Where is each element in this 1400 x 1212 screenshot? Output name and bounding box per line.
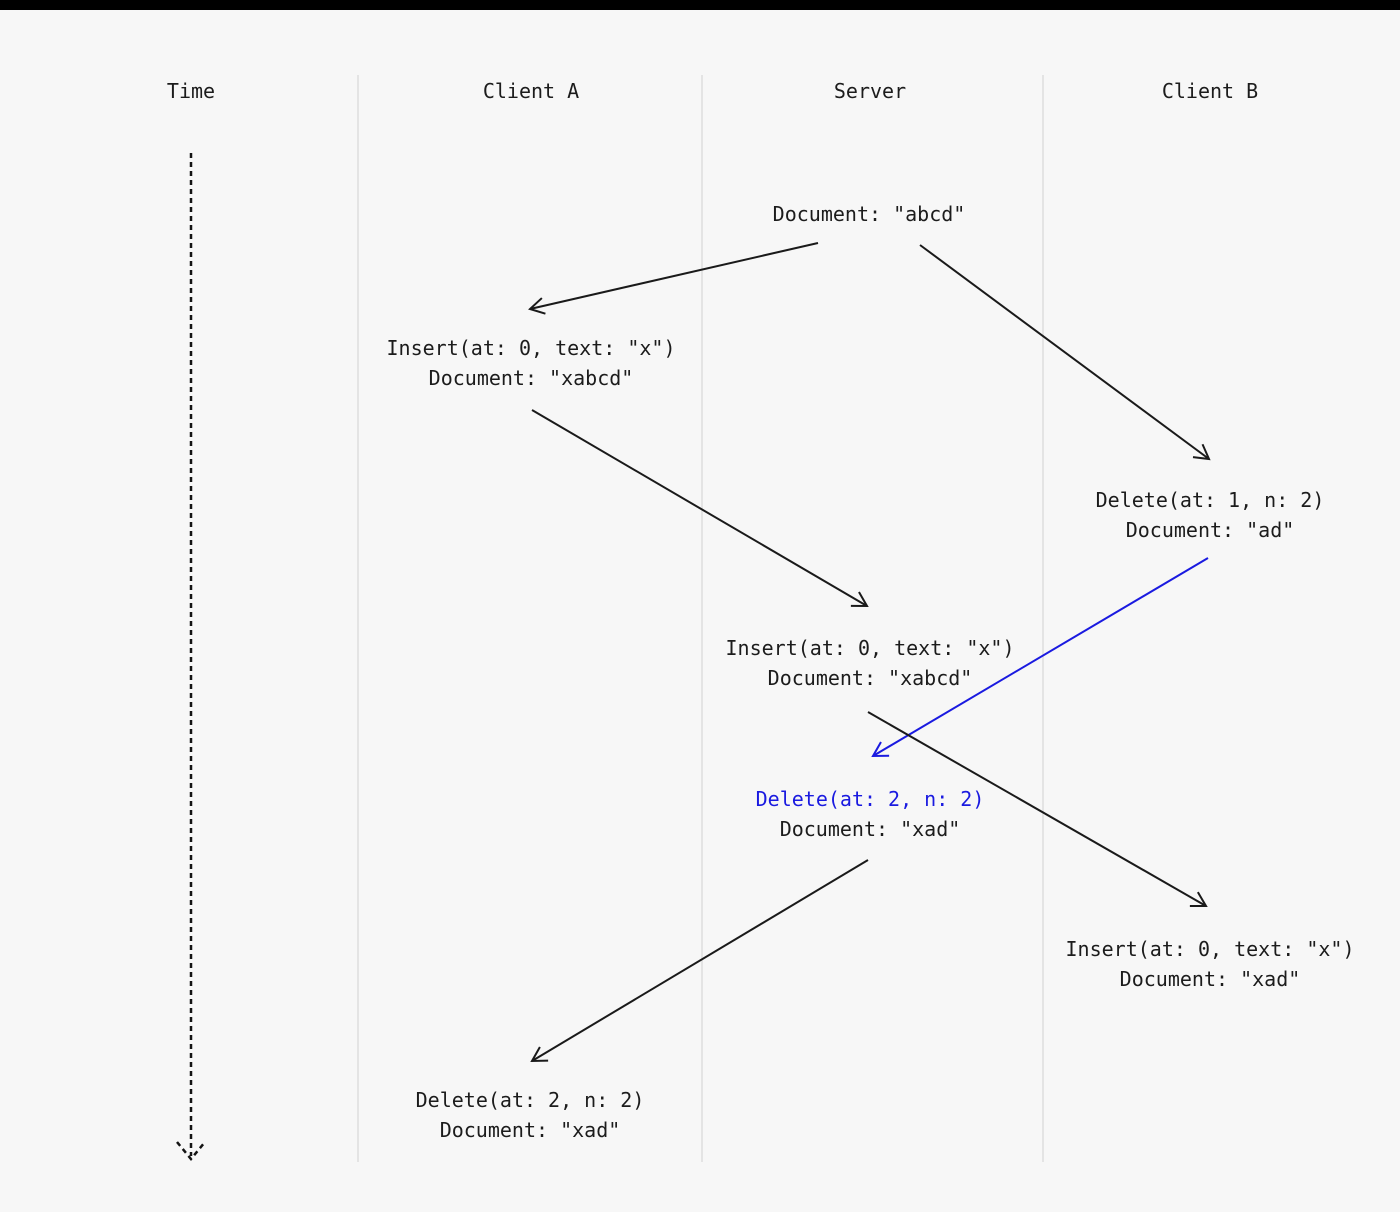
lane-divider <box>357 75 359 1162</box>
operation-label-transformed: Delete(at: 2, n: 2) <box>755 787 985 811</box>
document-state-label: Document: "xad" <box>1119 967 1301 991</box>
document-state-label: Document: "xabcd" <box>428 366 634 390</box>
lane-header-server: Server <box>833 79 907 103</box>
arrow-server-delete-to-client-a <box>530 859 869 1063</box>
operation-label: Delete(at: 2, n: 2) <box>415 1088 645 1112</box>
operation-label: Insert(at: 0, text: "x") <box>1065 937 1355 961</box>
operation-label: Insert(at: 0, text: "x") <box>725 636 1015 660</box>
document-state-label: Document: "xad" <box>779 817 961 841</box>
document-state-label: Document: "ad" <box>1125 518 1295 542</box>
lane-header-client-a: Client A <box>482 79 580 103</box>
node-server-delete-transformed: Delete(at: 2, n: 2) Document: "xad" <box>756 784 985 844</box>
lane-header-client-b: Client B <box>1161 79 1259 103</box>
top-black-bar <box>0 0 1400 10</box>
document-state-label: Document: "xabcd" <box>767 666 973 690</box>
lane-divider <box>701 75 703 1162</box>
node-client-a-insert: Insert(at: 0, text: "x") Document: "xabc… <box>387 333 676 393</box>
node-server-insert: Insert(at: 0, text: "x") Document: "xabc… <box>726 633 1015 693</box>
operation-label: Delete(at: 1, n: 2) <box>1095 488 1325 512</box>
operation-label: Insert(at: 0, text: "x") <box>386 336 676 360</box>
document-state-label: Document: "xad" <box>439 1118 621 1142</box>
lane-divider <box>1042 75 1044 1162</box>
lane-header-time: Time <box>166 79 216 103</box>
arrow-server-to-client-b <box>919 244 1211 461</box>
arrow-client-a-insert-to-server <box>531 409 869 608</box>
document-state-label: Document: "abcd" <box>772 202 966 226</box>
arrow-server-to-client-a <box>528 242 819 315</box>
node-client-a-delete: Delete(at: 2, n: 2) Document: "xad" <box>416 1085 645 1145</box>
node-server-document-initial: Document: "abcd" <box>773 199 966 229</box>
node-client-b-delete: Delete(at: 1, n: 2) Document: "ad" <box>1096 485 1325 545</box>
node-client-b-insert: Insert(at: 0, text: "x") Document: "xad" <box>1066 934 1355 994</box>
time-axis-arrow <box>176 153 206 1161</box>
